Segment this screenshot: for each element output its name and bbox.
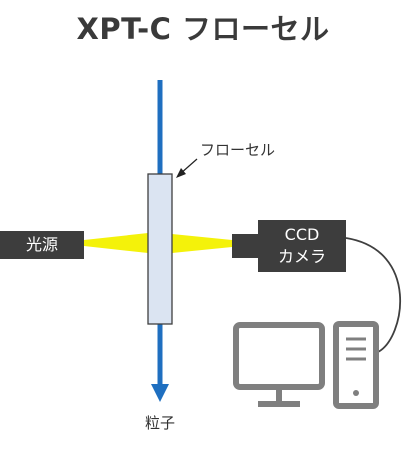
light-beam [84,233,148,253]
flow-cell [147,173,173,325]
flow-cell-pointer-head [176,168,186,178]
camera-label-line2: カメラ [277,247,326,266]
particles-label: 粒子 [145,414,176,432]
computer-tower-icon [333,321,379,409]
camera-body [258,220,346,272]
light-source-label: 光源 [25,235,58,254]
monitor-icon [233,322,325,390]
camera-cable [345,237,401,353]
scattered-beam [172,234,232,253]
camera-lens [232,234,258,258]
flow-cell-label: フローセル [200,141,276,159]
stream-arrow-head [151,384,169,402]
diagram-title: XPT-C フローセル [76,12,330,46]
camera-label-line1: CCD [284,225,320,244]
tower-power-button [353,390,359,396]
light-source-box [0,231,84,259]
